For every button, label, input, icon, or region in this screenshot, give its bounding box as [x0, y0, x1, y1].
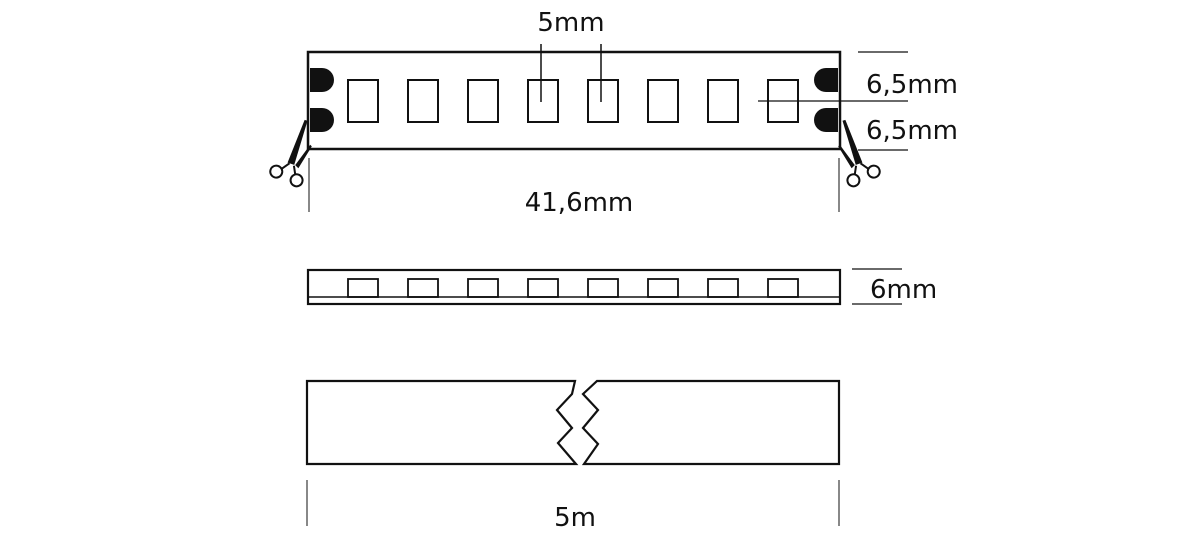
led-chip: [527, 79, 559, 123]
solder-pads-right: [814, 68, 838, 132]
led-chip-side: [587, 278, 619, 298]
solder-pad: [310, 68, 334, 92]
led-pitch-label: 5mm: [537, 8, 604, 38]
led-chip-side: [647, 278, 679, 298]
solder-pads-left: [310, 68, 334, 132]
led-chips-top: [347, 79, 799, 123]
reel-view: 5m: [305, 379, 841, 533]
thickness-label: 6mm: [870, 275, 937, 305]
led-chip: [707, 79, 739, 123]
led-chip: [347, 79, 379, 123]
strip-side-outline: [306, 268, 842, 306]
solder-pad: [310, 108, 334, 132]
led-chip-side: [767, 278, 799, 298]
reel-right-part: [581, 379, 841, 466]
led-chip-side: [407, 278, 439, 298]
led-chip: [467, 79, 499, 123]
led-chip-side: [527, 278, 559, 298]
led-chip-side: [347, 278, 379, 298]
led-chip: [587, 79, 619, 123]
top-view: 5mm 6,5mm 6,5mm 41,6mm: [269, 8, 958, 218]
height-lower-label: 6,5mm: [866, 116, 958, 146]
solder-pad: [814, 68, 838, 92]
led-chip: [647, 79, 679, 123]
reel-left-part: [305, 379, 579, 466]
scissors-icon: [838, 119, 881, 188]
segment-length-label: 41,6mm: [525, 188, 634, 218]
led-chip-side: [467, 278, 499, 298]
led-chips-side: [347, 278, 799, 298]
scissors-icon: [269, 119, 312, 188]
led-chip: [407, 79, 439, 123]
total-length-label: 5m: [554, 503, 596, 533]
led-chip-side: [707, 278, 739, 298]
side-view: 6mm: [306, 268, 937, 306]
solder-pad: [814, 108, 838, 132]
height-upper-label: 6,5mm: [866, 70, 958, 100]
